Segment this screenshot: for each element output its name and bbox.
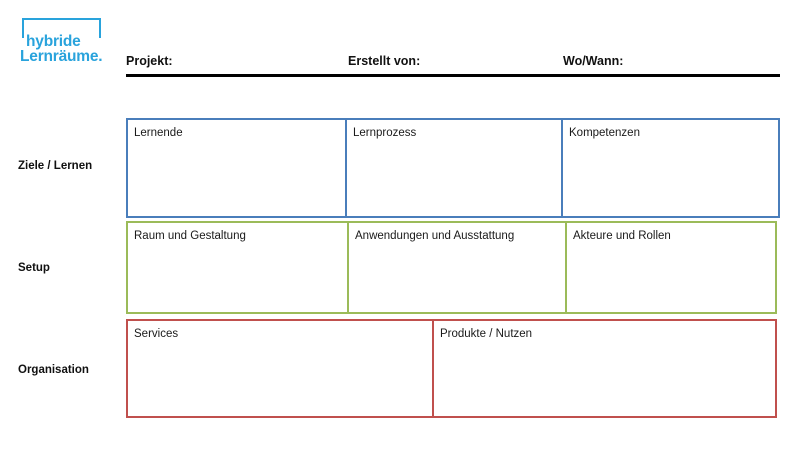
corner-bracket-left-icon	[22, 18, 24, 38]
header-field-erstellt-label: Erstellt von:	[348, 54, 421, 68]
header-field-projekt-label: Projekt:	[126, 54, 173, 68]
canvas-row-organisation: Services Produkte / Nutzen	[126, 319, 777, 418]
canvas-row-ziele-lernen: Lernende Lernprozess Kompetenzen	[126, 118, 780, 218]
canvas-cell-label: Anwendungen und Ausstattung	[355, 230, 515, 242]
brand-logo: hybride Lernräume.	[18, 16, 110, 74]
canvas-cell-lernprozess[interactable]: Lernprozess	[345, 120, 561, 216]
corner-bracket-icon	[22, 18, 101, 38]
logo-text-line-1: hybride	[26, 33, 81, 50]
canvas-cell-kompetenzen[interactable]: Kompetenzen	[561, 120, 778, 216]
canvas-cell-raum-und-gestaltung[interactable]: Raum und Gestaltung	[128, 223, 347, 312]
row-label-ziele-lernen: Ziele / Lernen	[18, 160, 93, 172]
canvas-cell-anwendungen-und-ausstattung[interactable]: Anwendungen und Ausstattung	[347, 223, 565, 312]
canvas-cell-label: Produkte / Nutzen	[440, 328, 533, 340]
header-divider-rule	[126, 74, 780, 77]
canvas-row-setup: Raum und Gestaltung Anwendungen und Auss…	[126, 221, 777, 314]
logo-text-line-2: Lernräume.	[20, 48, 103, 65]
canvas-cell-label: Kompetenzen	[569, 127, 640, 139]
row-label-organisation: Organisation	[18, 364, 89, 376]
canvas-cell-produkte-nutzen[interactable]: Produkte / Nutzen	[432, 321, 775, 416]
canvas-cell-services[interactable]: Services	[128, 321, 432, 416]
canvas-cell-label: Akteure und Rollen	[573, 230, 671, 242]
canvas-cell-label: Lernprozess	[353, 127, 417, 139]
header-field-wo-wann-label: Wo/Wann:	[563, 54, 624, 68]
row-label-setup: Setup	[18, 262, 50, 274]
header-fields: Projekt: Erstellt von: Wo/Wann:	[126, 54, 780, 78]
canvas-cell-label: Services	[134, 328, 179, 340]
canvas-cell-label: Raum und Gestaltung	[134, 230, 246, 242]
canvas-cell-label: Lernende	[134, 127, 183, 139]
canvas-cell-akteure-und-rollen[interactable]: Akteure und Rollen	[565, 223, 775, 312]
canvas-cell-lernende[interactable]: Lernende	[128, 120, 345, 216]
